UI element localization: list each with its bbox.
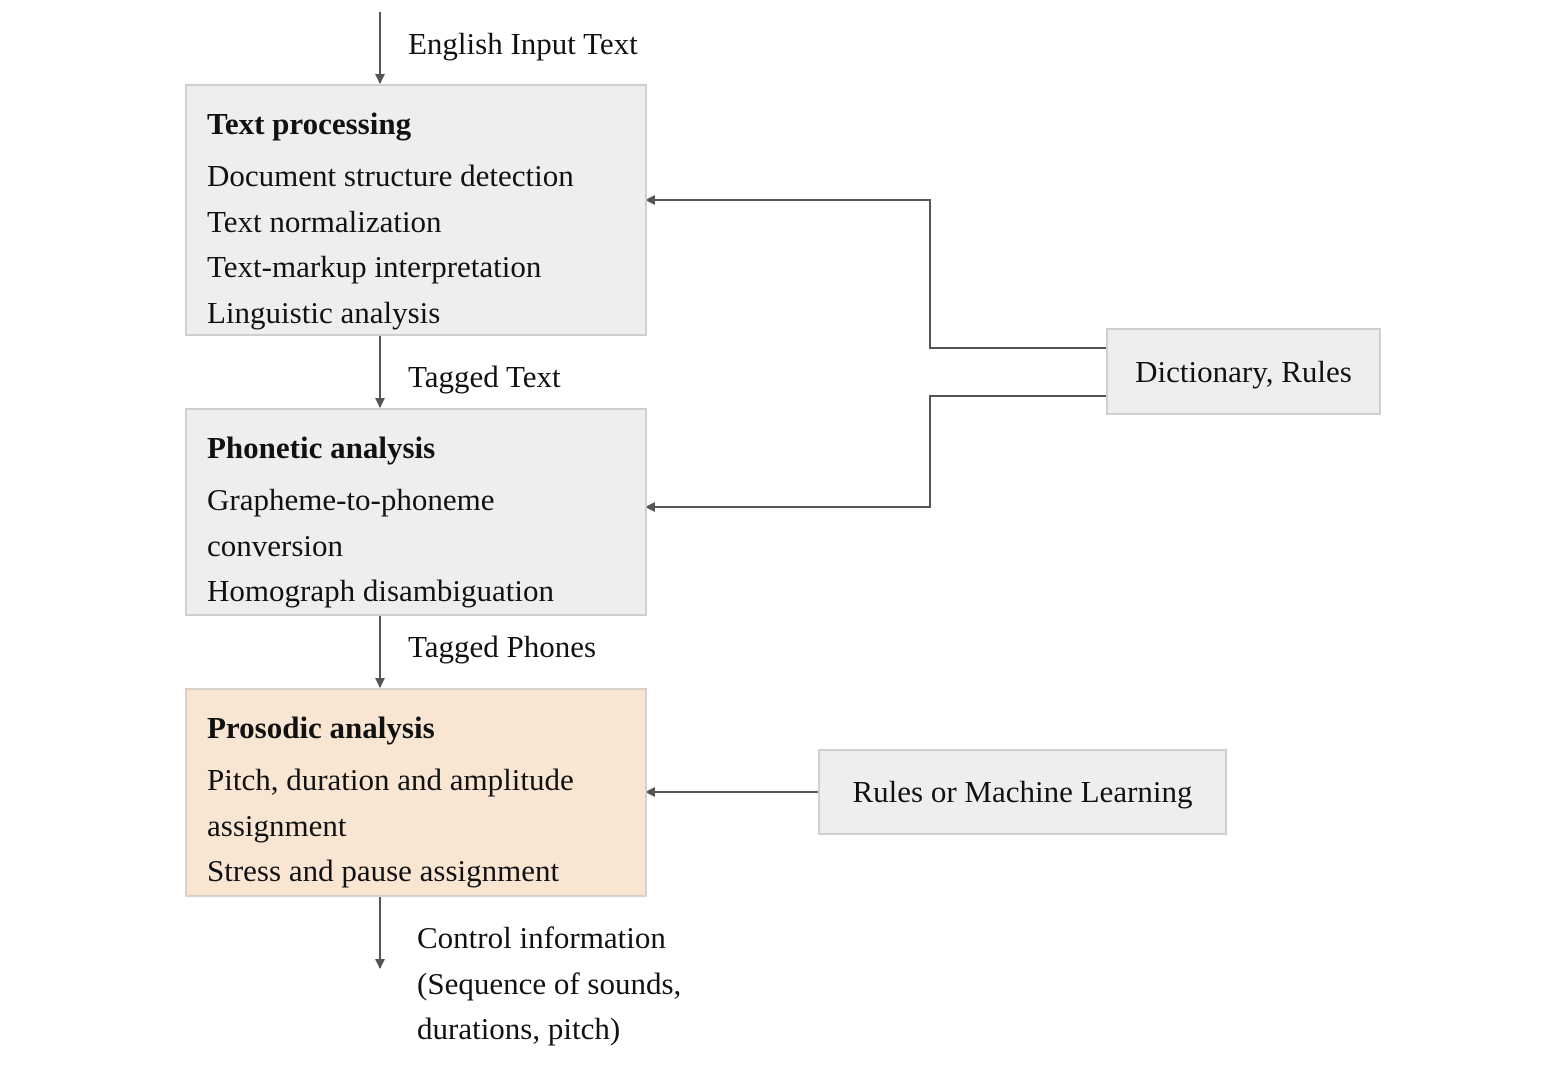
phonetic-analysis-item: Homograph disambiguation: [207, 573, 554, 609]
phonetic-analysis-item: conversion: [207, 527, 344, 563]
text-processing-box: Text processing Document structure detec…: [185, 84, 647, 336]
prosodic-analysis-box: Prosodic analysis Pitch, duration and am…: [185, 688, 647, 897]
output-label-line: durations, pitch): [417, 1011, 621, 1046]
phonetic-analysis-title: Phonetic analysis: [207, 430, 436, 465]
text-processing-item: Text normalization: [207, 203, 442, 239]
output-label-line: (Sequence of sounds,: [417, 965, 682, 1001]
rules-ml-box: Rules or Machine Learning: [818, 749, 1227, 835]
text-processing-item: Document structure detection: [207, 158, 574, 193]
dictionary-to-text-processing-connector: [645, 195, 1106, 349]
output-label: Control information (Sequence of sounds,…: [417, 915, 681, 1052]
dictionary-to-phonetic-analysis-connector: [645, 395, 1106, 512]
output-label-line: Control information: [417, 920, 666, 955]
prosodic-analysis-item: Stress and pause assignment: [207, 853, 560, 889]
phonetic-analysis-box: Phonetic analysis Grapheme-to-phoneme co…: [185, 408, 647, 616]
phonetic-analysis-item: Grapheme-to-phoneme: [207, 482, 495, 517]
tagged-text-label: Tagged Text: [408, 359, 561, 394]
prosodic-analysis-item: assignment: [207, 807, 347, 843]
text-processing-title: Text processing: [207, 106, 412, 141]
input-label: English Input Text: [408, 26, 638, 61]
prosodic-analysis-item: Pitch, duration and amplitude: [207, 762, 574, 797]
dictionary-rules-box: Dictionary, Rules: [1106, 328, 1381, 415]
prosodic-analysis-title: Prosodic analysis: [207, 710, 435, 745]
text-processing-item: Text-markup interpretation: [207, 249, 542, 285]
tagged-phones-label: Tagged Phones: [408, 629, 597, 664]
text-processing-item: Linguistic analysis: [207, 295, 441, 331]
